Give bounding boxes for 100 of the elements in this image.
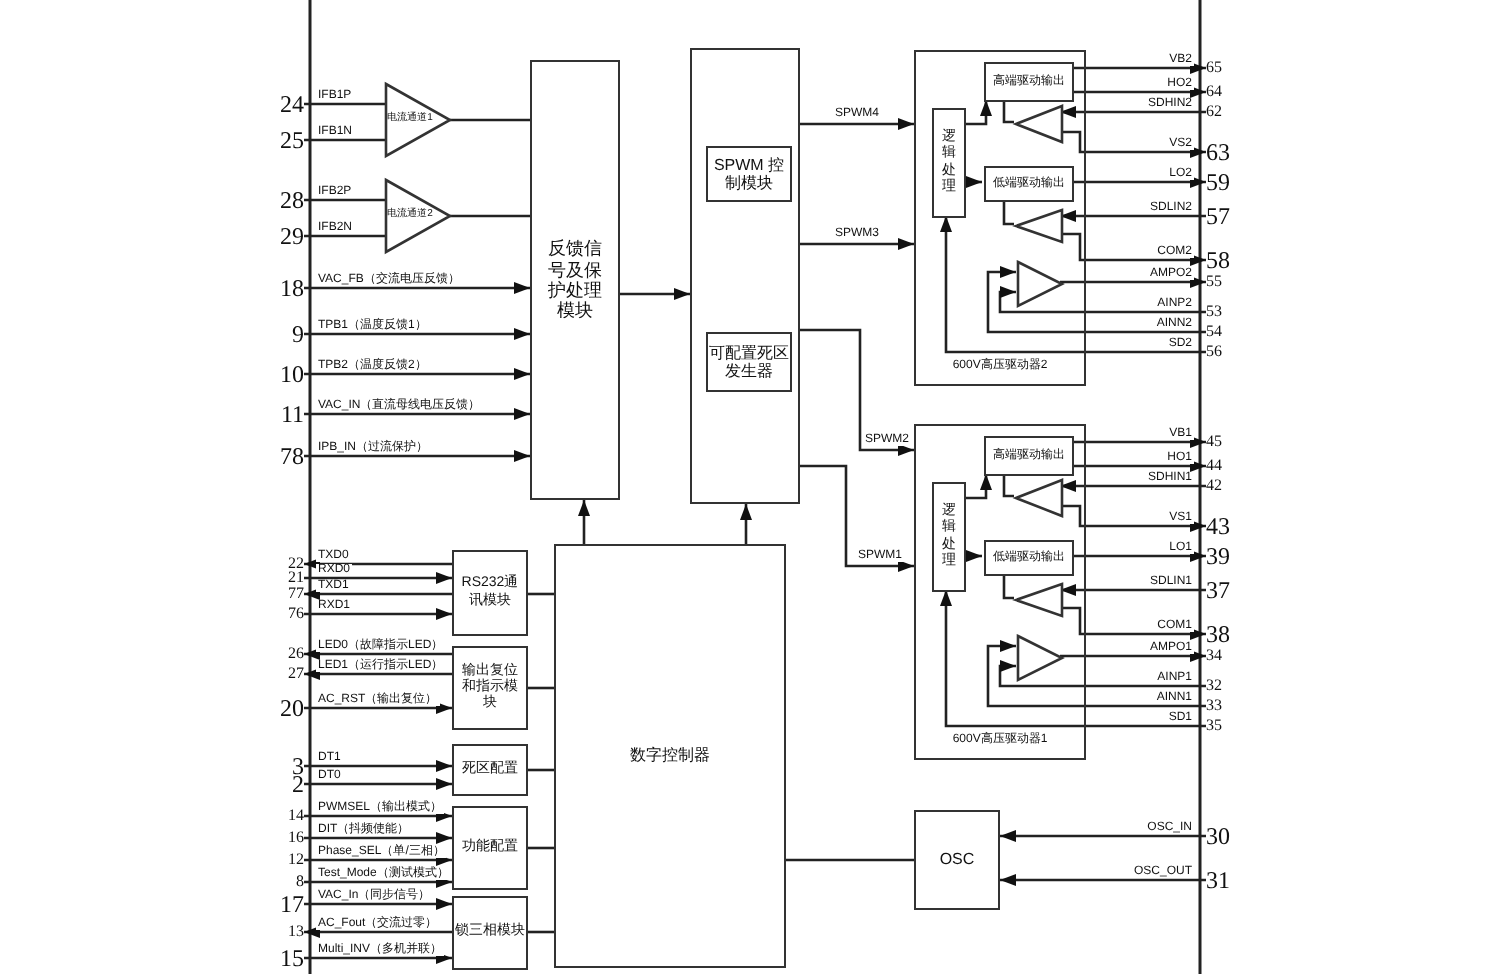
pin-number: 78 [276,444,304,468]
arrow [800,238,914,250]
pin-number: 55 [1206,274,1234,290]
pin-number: 14 [276,808,304,824]
arrow [1072,550,1206,562]
pin-number: 21 [276,570,304,586]
pin-number: 58 [1206,248,1234,272]
pin-number: 56 [1206,344,1234,360]
arrow [1060,232,1206,266]
arrow [986,266,1206,334]
arrow [1060,606,1206,640]
arrow [1060,130,1206,158]
arrow [800,328,914,456]
arrow [304,702,452,714]
arrow [964,550,982,562]
arrow [1072,460,1206,472]
arrow [304,408,530,420]
pin-number: 11 [276,402,304,426]
arrow [304,832,452,844]
arrow [1072,62,1206,74]
arrow [740,504,752,544]
arrow [578,500,590,544]
arrow [940,590,1206,728]
connector-line [1002,574,1014,600]
pin-number: 17 [276,892,304,916]
arrow [620,288,690,300]
arrow [1060,584,1206,596]
connector-line [528,930,554,934]
arrow [304,926,452,938]
pin-number: 34 [1206,648,1234,664]
arrow [1072,436,1206,448]
arrow [304,778,452,790]
arrow [1060,480,1206,492]
arrow [964,176,982,188]
amplifier-symbol [1018,636,1062,680]
connector-line [304,234,386,238]
pin-number: 43 [1206,514,1234,538]
pin-number: 12 [276,852,304,868]
pin-number: 15 [276,946,304,970]
connector-line [1002,474,1014,498]
pin-number: 63 [1206,140,1234,164]
pin-number: 38 [1206,622,1234,646]
module-box: OSC [914,810,1000,910]
pin-number: 65 [1206,60,1234,76]
arrow [998,660,1206,688]
connector-line [450,118,530,122]
pin-number: 31 [1206,868,1234,892]
connector-line [786,858,914,862]
arrow [1000,874,1206,886]
driver-box [914,424,1086,760]
arrow [304,854,452,866]
arrow [304,368,530,380]
pin-number: 32 [1206,678,1234,694]
arrow [800,464,914,572]
pin-number: 10 [276,362,304,386]
pin-number: 42 [1206,478,1234,494]
pin-number: 16 [276,830,304,846]
connector-line [304,138,386,142]
pin-number: 57 [1206,204,1234,228]
arrow [304,450,530,462]
pin-number: 37 [1206,578,1234,602]
arrow [998,286,1206,314]
pin-number: 20 [276,696,304,720]
arrow [304,876,452,888]
comparator-symbol [1016,584,1062,616]
connector-line [528,686,554,690]
pin-number: 64 [1206,84,1234,100]
arrow [1060,276,1206,288]
connector-line [528,846,554,850]
arrow [1072,86,1206,98]
arrow [304,572,452,584]
driver-box [914,50,1086,386]
connector-line [1002,100,1014,124]
pin-number: 35 [1206,718,1234,734]
pin-number: 39 [1206,544,1234,568]
pin-number: 28 [276,188,304,212]
arrow [986,640,1206,708]
connector-line [304,102,386,106]
pin-number: 45 [1206,434,1234,450]
comparator-symbol [1016,480,1062,516]
pin-number: 44 [1206,458,1234,474]
pin-number: 77 [276,586,304,602]
pin-number: 62 [1206,104,1234,120]
pin-number: 59 [1206,170,1234,194]
pin-number: 54 [1206,324,1234,340]
module-box: 可配置死区发生器 [706,332,792,392]
arrow [304,588,452,600]
pin-number: 3 [276,754,304,778]
comparator-symbol [1016,210,1062,242]
pin-number: 76 [276,606,304,622]
arrow [964,100,992,126]
pin-number: 18 [276,276,304,300]
arrow [1072,176,1206,188]
pin-number: 2 [276,772,304,796]
amplifier-symbol [1018,262,1062,306]
connector-line [1002,200,1014,226]
arrow [304,810,452,822]
pin-number: 25 [276,128,304,152]
pin-number: 13 [276,924,304,940]
pin-number: 24 [276,92,304,116]
